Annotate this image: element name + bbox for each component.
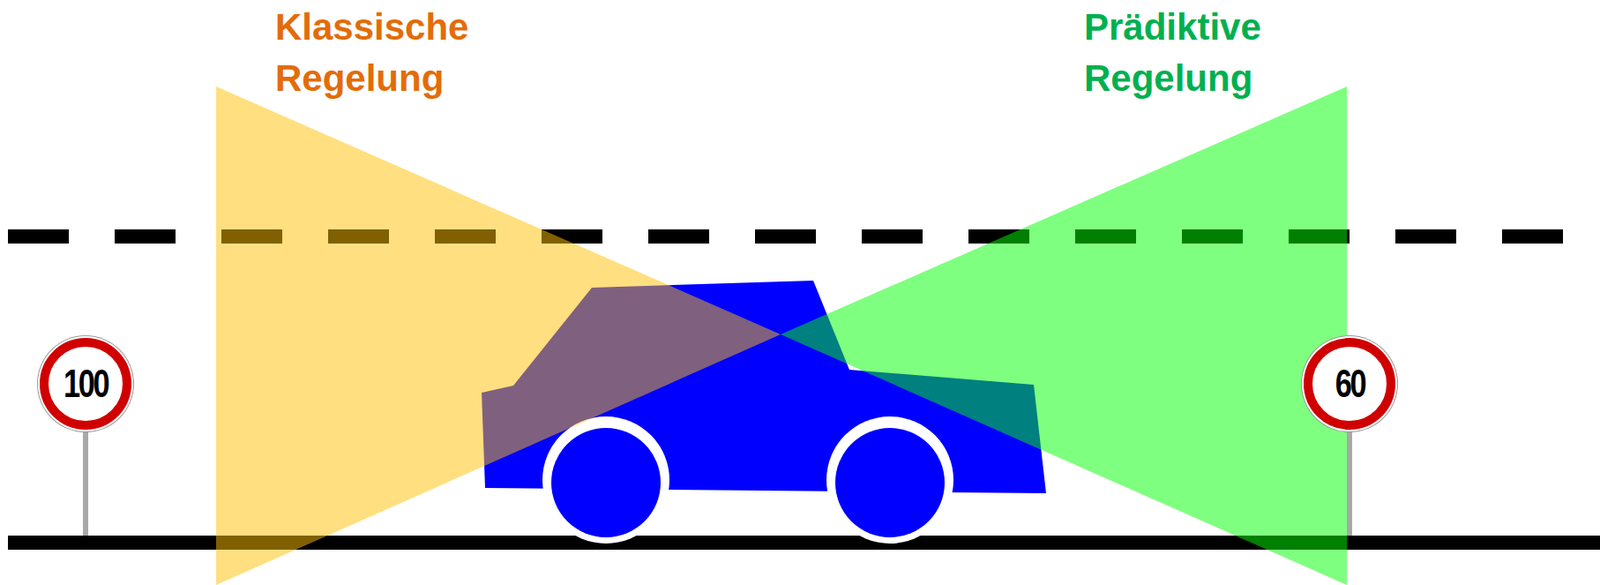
sign-post: [82, 423, 89, 536]
speed-limit-sign: 60: [1303, 337, 1396, 430]
predictive-cone: [780, 86, 1347, 585]
wheel-arch: [826, 416, 954, 544]
speed-limit-value: 60: [1334, 364, 1365, 404]
control-heading: Prädiktive Regelung: [1084, 1, 1314, 105]
speed-limit-sign: 100: [39, 337, 132, 430]
classic-cone: [216, 86, 781, 585]
wheel: [551, 427, 661, 538]
wheel: [835, 427, 945, 538]
sign-post: [1346, 423, 1353, 536]
speed-limit-value: 100: [63, 364, 108, 404]
wheel-arch: [542, 416, 670, 544]
control-heading: Klassische Regelung: [275, 1, 505, 105]
